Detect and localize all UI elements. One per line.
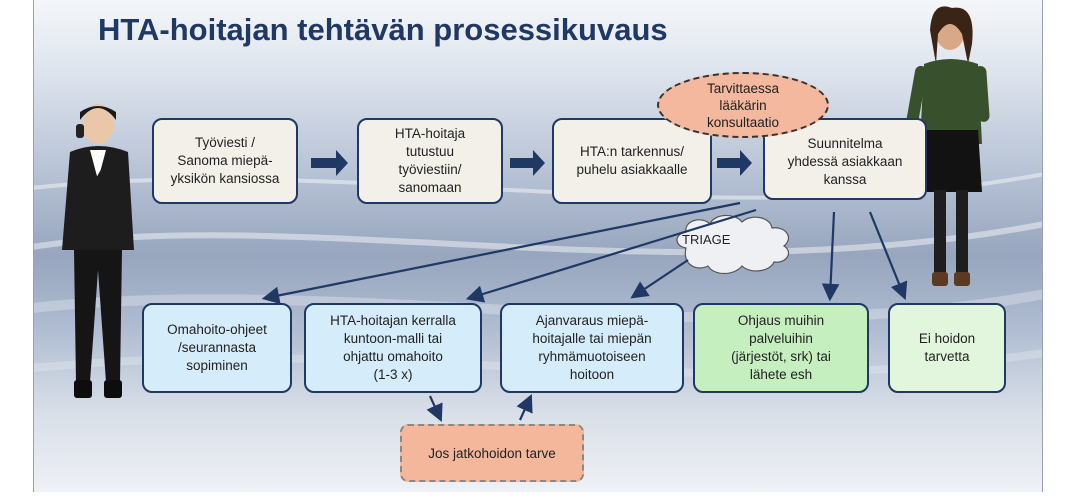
triage-label: TRIAGE bbox=[682, 232, 730, 247]
box-clarification-call: HTA:n tarkennus/ puhelu asiakkaalle bbox=[552, 118, 712, 204]
box-referral-other-services: Ohjaus muihin palveluihin (järjestöt, sr… bbox=[693, 303, 869, 393]
slide-frame-left bbox=[33, 0, 34, 492]
box-self-care-instructions: Omahoito-ohjeet /seurannasta sopiminen bbox=[142, 303, 292, 393]
slide-title: HTA-hoitajan tehtävän prosessikuvaus bbox=[98, 12, 668, 48]
background-streaks bbox=[34, 0, 1042, 492]
slide: HTA-hoitajan tehtävän prosessikuvaus Työ… bbox=[34, 0, 1042, 492]
box-work-message: Työviesti / Sanoma miepä- yksikön kansio… bbox=[152, 118, 298, 204]
consultation-bubble: Tarvittaessa lääkärin konsultaatio bbox=[657, 72, 829, 138]
slide-frame-right bbox=[1042, 0, 1043, 492]
box-appointment-booking: Ajanvaraus miepä- hoitajalle tai miepän … bbox=[500, 303, 684, 393]
box-follow-up-need: Jos jatkohoidon tarve bbox=[400, 424, 584, 482]
box-no-care-need: Ei hoidon tarvetta bbox=[888, 303, 1006, 393]
box-nurse-reviews-message: HTA-hoitaja tutustuu työviestiin/ sanoma… bbox=[357, 118, 503, 204]
box-one-time-model: HTA-hoitajan kerralla kuntoon-malli tai … bbox=[304, 303, 482, 393]
woman-left-figure bbox=[48, 100, 148, 406]
